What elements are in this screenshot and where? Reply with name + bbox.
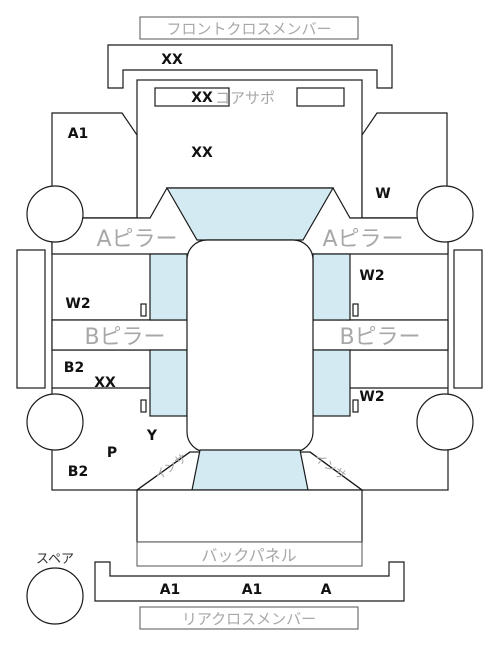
a-pillar-left-label: Aピラー xyxy=(96,227,177,252)
rear-cross-member-label: リアクロスメンバー xyxy=(182,610,316,628)
front-cross-member-mark: XX xyxy=(161,52,183,68)
core-support-mark: XX xyxy=(191,90,213,106)
rear-left-p-mark: P xyxy=(107,445,117,461)
right-side-mirror xyxy=(453,249,483,389)
front-left-fender-mark: A1 xyxy=(68,126,89,142)
right-front-door-mark: W2 xyxy=(359,268,384,284)
left-front-door-mark: W2 xyxy=(65,296,90,312)
front-cross-member-label: フロントクロスメンバー xyxy=(166,20,331,38)
left-rear-door-mark-2: XX xyxy=(94,375,116,391)
left-side-mirror xyxy=(16,249,46,389)
spare-label: スペア xyxy=(36,552,74,567)
b-pillar-left-label: Bピラー xyxy=(84,325,165,350)
roof xyxy=(186,239,314,453)
right-front-handle xyxy=(352,303,359,317)
left-rear-handle xyxy=(140,399,147,413)
front-right-fender-mark: W xyxy=(375,186,390,202)
rear-bumper-frame xyxy=(94,561,405,602)
rear-cross-mark-1: A1 xyxy=(160,582,181,598)
rear-cross-mark-3: A xyxy=(321,582,332,598)
spare-tire xyxy=(26,567,84,625)
left-rear-door-mark-1: B2 xyxy=(64,360,84,376)
b-pillar-right-label: Bピラー xyxy=(339,325,420,350)
engine-bay-mark: XX xyxy=(191,145,213,161)
core-support-label: コアサポ xyxy=(215,89,275,107)
right-rear-window xyxy=(312,349,351,417)
rear-right-wheel xyxy=(416,393,474,451)
back-panel-label: バックパネル xyxy=(201,546,296,565)
rear-cross-member-box xyxy=(139,606,359,630)
rear-left-wheel xyxy=(26,393,84,451)
front-cross-member-box xyxy=(139,16,359,40)
a-pillar-right-label: Aピラー xyxy=(322,227,403,252)
front-right-wheel xyxy=(416,185,474,243)
left-front-window xyxy=(149,253,188,321)
front-left-wheel xyxy=(26,185,84,243)
rear-left-quarter-mark: B2 xyxy=(68,464,88,480)
right-front-window xyxy=(312,253,351,321)
front-bumper-frame xyxy=(107,44,393,89)
windshield xyxy=(165,187,335,241)
core-support-left-box xyxy=(154,87,230,107)
right-rear-handle xyxy=(352,399,359,413)
b-pillar-right-box xyxy=(309,319,449,351)
left-front-handle xyxy=(140,303,147,317)
trunk xyxy=(136,489,363,543)
floor-left-mark: Y xyxy=(146,428,158,444)
rear-cross-mark-2: A1 xyxy=(242,582,263,598)
right-rear-door-mark: W2 xyxy=(359,389,384,405)
core-support-right-box xyxy=(296,87,345,107)
left-rear-window xyxy=(149,349,188,417)
rear-window xyxy=(191,449,309,491)
back-panel-box xyxy=(136,541,363,567)
